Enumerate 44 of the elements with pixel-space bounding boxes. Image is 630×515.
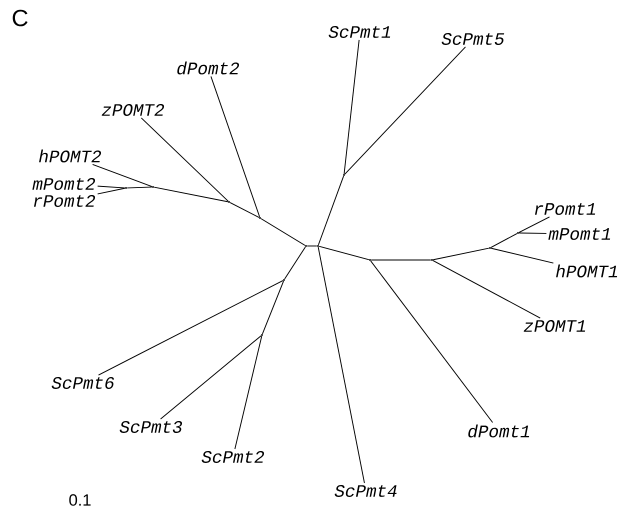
panel-letter: C (12, 10, 28, 26)
tree-branch (92, 164, 152, 188)
tree-branch (160, 335, 262, 420)
leaf-label: ScPmt3 (120, 421, 182, 433)
tree-branch (260, 218, 306, 246)
tree-branch (344, 39, 360, 174)
leaf-label: mPomt2 (32, 178, 96, 190)
tree-branch (318, 246, 365, 484)
leaf-label: dPomt1 (468, 424, 530, 438)
tree-branch (210, 76, 260, 218)
leaf-label: zPOMT1 (524, 320, 586, 332)
tree-branch (140, 117, 229, 202)
leaf-label: zPOMT2 (102, 104, 164, 116)
tree-branch (432, 248, 490, 260)
tree-branch (318, 246, 370, 260)
tree-branch (284, 246, 306, 280)
leaf-label: ScPmt2 (202, 451, 264, 463)
leaf-label: hPOMT1 (556, 264, 618, 278)
leaf-label: hPOMT2 (39, 150, 102, 162)
leaf-label: ScPmt1 (328, 26, 390, 38)
tree-branch (97, 188, 126, 194)
tree-branch (154, 186, 228, 202)
tree-branch (518, 216, 550, 233)
leaf-label: ScPmt5 (442, 33, 504, 45)
tree-branch (230, 202, 260, 218)
tree-branch (262, 280, 284, 334)
tree-branch (126, 186, 152, 188)
tree-branch (318, 176, 344, 246)
tree-branch (370, 260, 494, 423)
leaf-label: ScPmt4 (334, 485, 397, 497)
tree-branch (97, 186, 126, 188)
scale-label: 0.1 (69, 494, 91, 506)
tree-branch (518, 232, 547, 234)
tree-branch (490, 233, 518, 248)
tree-branch (344, 46, 466, 175)
leaf-label: dPomt2 (177, 62, 240, 74)
leaf-label: mPomt1 (548, 228, 610, 240)
tree-branch (234, 336, 262, 450)
tree-branch (98, 280, 284, 376)
leaf-label: ScPmt6 (52, 377, 114, 389)
leaf-label: rPomt1 (534, 203, 596, 215)
tree-branch (432, 260, 541, 318)
tree-branch (490, 248, 554, 264)
leaf-label: rPomt2 (34, 195, 96, 207)
